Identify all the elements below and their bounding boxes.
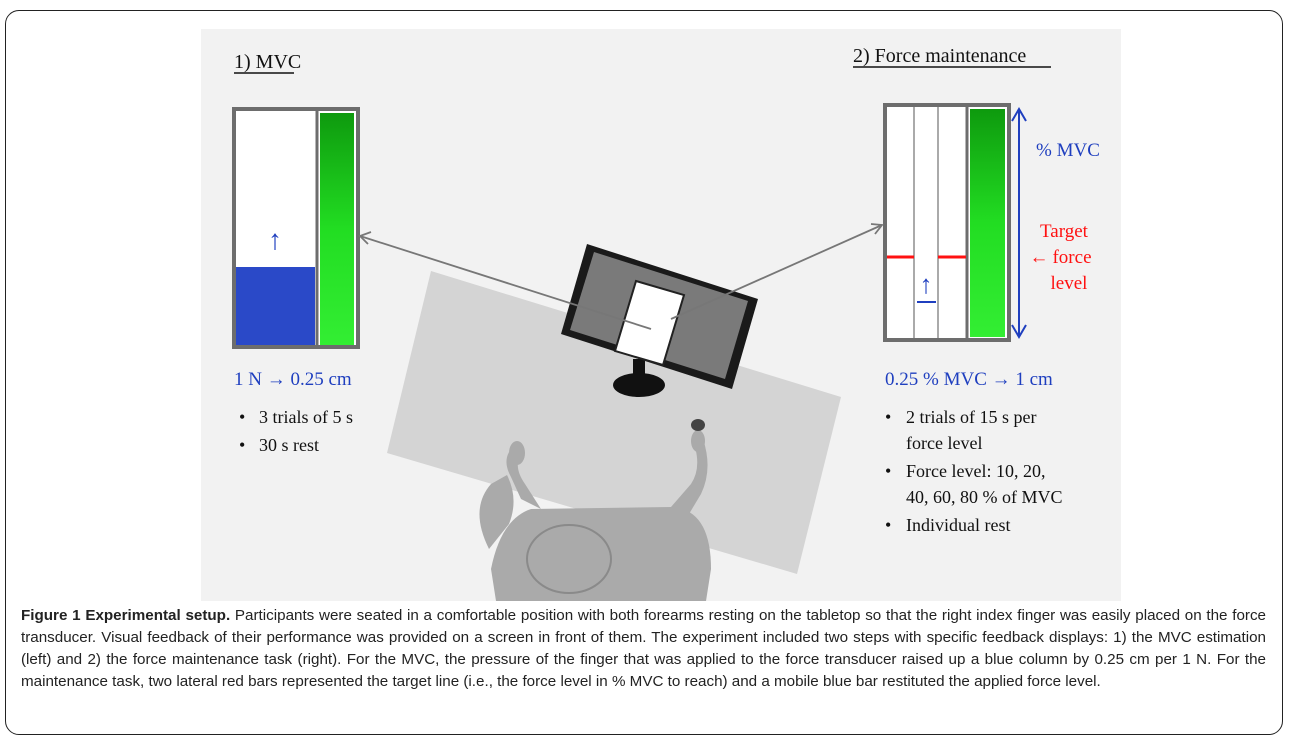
force-bullet-3-dot: •: [885, 515, 891, 535]
mvc-bullet-1: 3 trials of 5 s: [259, 407, 353, 427]
mvc-bullet-1-dot: •: [239, 407, 245, 427]
head: [526, 524, 612, 594]
force-bullet-1: 2 trials of 15 s per: [906, 407, 1036, 427]
mvc-title: 1) MVC: [234, 51, 301, 73]
target-label-line-3: level: [1051, 273, 1088, 294]
mvc-range-arrow-top: [1011, 107, 1027, 122]
connector-left-arrowhead: [358, 231, 372, 245]
mvc-bullet-2-dot: •: [239, 435, 245, 455]
force-bullet-1-dot: •: [885, 407, 891, 427]
caption-text: Participants were seated in a comfortabl…: [21, 607, 1267, 690]
mvc-bullet-2: 30 s rest: [259, 435, 319, 455]
right-arm: [671, 439, 708, 519]
figure-frame: 1) MVC ↑ 1 N → 0.25 cm • 3 trials of 5 s…: [5, 10, 1283, 735]
caption-label: Figure 1 Experimental setup.: [21, 607, 231, 624]
force-up-arrow: ↑: [920, 270, 933, 299]
force-bullet-2-cont: 40, 60, 80 % of MVC: [906, 487, 1063, 507]
target-label-line-1: Target: [1040, 221, 1089, 242]
force-maintenance-panel: 2) Force maintenance ↑ % MVC: [853, 45, 1100, 535]
force-title: 2) Force maintenance: [853, 45, 1026, 67]
table-top: [387, 271, 841, 574]
force-scale-label: 0.25 % MVC → 1 cm: [885, 369, 1053, 390]
force-bullet-1-cont: force level: [906, 433, 982, 453]
mvc-range-arrow-bottom: [1011, 324, 1027, 339]
force-bullet-3: Individual rest: [906, 515, 1010, 535]
target-label-line-2: force: [1052, 247, 1091, 268]
force-bullet-2-dot: •: [885, 461, 891, 481]
left-forearm: [479, 475, 514, 549]
screen-feedback-window: [613, 279, 686, 367]
setup-diagram: 1) MVC ↑ 1 N → 0.25 cm • 3 trials of 5 s…: [232, 45, 1100, 601]
connector-right-arrowhead: [870, 223, 884, 235]
monitor-stand: [633, 359, 645, 381]
percent-mvc-label: % MVC: [1036, 140, 1100, 161]
right-hand: [691, 430, 705, 452]
connector-left: [359, 235, 652, 330]
force-green-bar: [970, 109, 1005, 337]
figure-illustration: 1) MVC ↑ 1 N → 0.25 cm • 3 trials of 5 s…: [201, 29, 1121, 601]
monitor-base: [613, 373, 665, 397]
table-person-illustration: [387, 244, 841, 601]
left-hand: [509, 441, 525, 465]
connector-right: [670, 224, 883, 320]
mvc-panel: 1) MVC ↑ 1 N → 0.25 cm • 3 trials of 5 s…: [232, 51, 360, 455]
force-transducer: [691, 419, 705, 431]
target-arrow: ←: [1030, 247, 1049, 268]
mvc-green-bar: [320, 113, 354, 345]
figure-caption: Figure 1 Experimental setup. Participant…: [21, 605, 1266, 693]
mvc-scale-label: 1 N → 0.25 cm: [234, 369, 352, 390]
force-bullet-2: Force level: 10, 20,: [906, 461, 1045, 481]
mvc-up-arrow: ↑: [268, 225, 282, 256]
mvc-blue-column: [236, 267, 315, 345]
